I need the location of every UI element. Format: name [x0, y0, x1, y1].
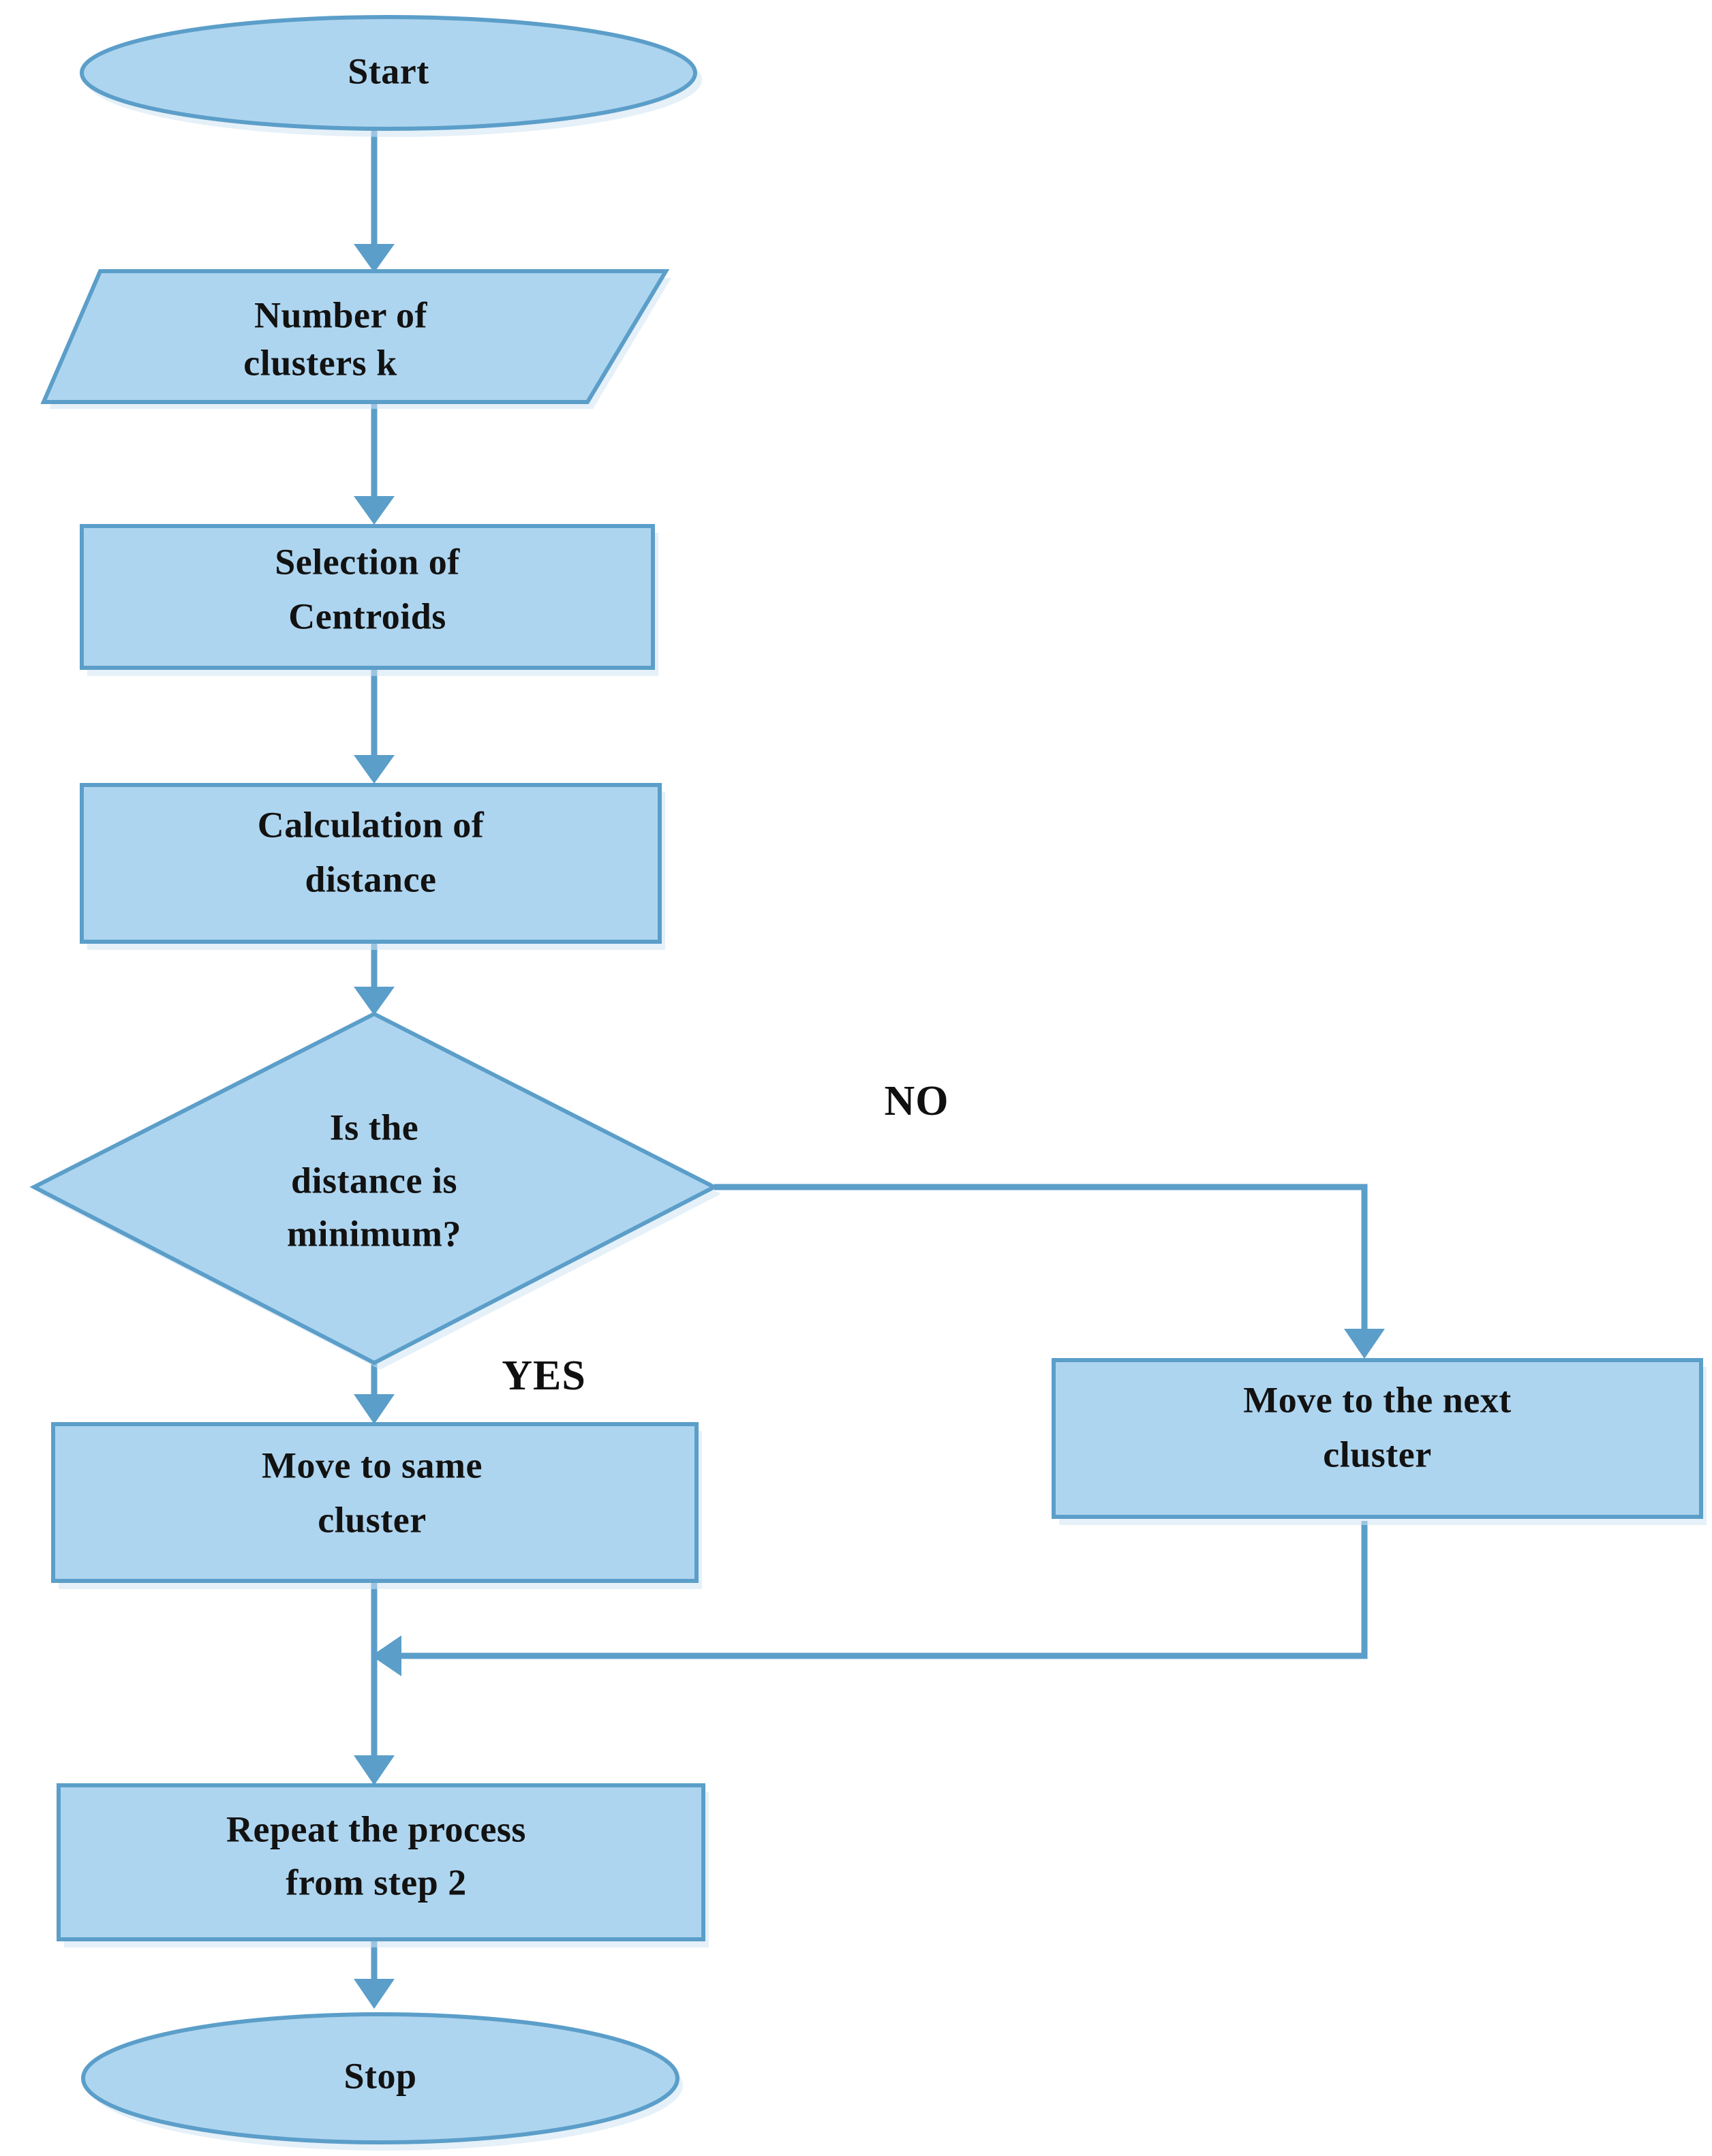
calculation-distance-label-line2: distance: [305, 859, 437, 899]
node-move-next-cluster[interactable]: Move to the next cluster: [1052, 1358, 1707, 1525]
calculation-distance-label-line1: Calculation of: [258, 804, 485, 845]
decision-shape: [29, 1011, 719, 1366]
input-clusters-label-line2: clusters k: [243, 342, 397, 383]
selection-centroids-label-line1: Selection of: [275, 541, 460, 582]
start-shape: [80, 15, 697, 131]
move-same-cluster-label-line1: Move to same: [262, 1445, 483, 1485]
node-start[interactable]: Start: [80, 15, 702, 137]
stop-shape: [81, 2012, 679, 2144]
move-same-cluster-shape: [51, 1422, 699, 1583]
edge-same-cluster-to-repeat: [354, 1581, 395, 1785]
edge-decision-yes-to-same-cluster: [354, 1363, 395, 1424]
input-clusters-label-line1: Number of: [254, 294, 428, 335]
move-next-cluster-shape: [1052, 1358, 1703, 1519]
edge-next-cluster-to-merge: [371, 1521, 1368, 1676]
stop-label: Stop: [343, 2055, 416, 2096]
decision-label-line3: minimum?: [287, 1213, 461, 1254]
branch-label-yes: YES: [502, 1353, 586, 1399]
move-next-cluster-label-line1: Move to the next: [1243, 1379, 1511, 1420]
node-decision-minimum-distance[interactable]: Is the distance is minimum?: [29, 1011, 721, 1370]
edge-decision-no-to-next-cluster: [714, 1184, 1385, 1359]
decision-label-line2: distance is: [291, 1160, 457, 1201]
selection-centroids-shape: [80, 524, 655, 670]
edge-centroids-to-distance: [354, 666, 395, 784]
node-stop[interactable]: Stop: [81, 2012, 683, 2151]
node-repeat-process[interactable]: Repeat the process from step 2: [57, 1783, 709, 1947]
edge-distance-to-decision: [354, 943, 395, 1015]
calculation-distance-shape: [80, 783, 662, 944]
repeat-process-label-line2: from step 2: [286, 1862, 466, 1903]
node-calculation-distance[interactable]: Calculation of distance: [80, 783, 665, 950]
node-move-same-cluster[interactable]: Move to same cluster: [51, 1422, 702, 1589]
start-label: Start: [348, 50, 429, 91]
decision-label-line1: Is the: [330, 1107, 419, 1148]
edge-start-to-input: [354, 128, 395, 273]
repeat-process-shape: [57, 1783, 705, 1941]
selection-centroids-label-line2: Centroids: [288, 596, 446, 636]
move-next-cluster-label-line2: cluster: [1323, 1434, 1431, 1475]
repeat-process-label-line1: Repeat the process: [226, 1808, 526, 1849]
move-same-cluster-label-line2: cluster: [318, 1499, 426, 1540]
edge-input-to-centroids: [354, 401, 395, 525]
branch-label-no: NO: [885, 1078, 949, 1124]
node-selection-centroids[interactable]: Selection of Centroids: [80, 524, 658, 676]
node-input-clusters[interactable]: Number of clusters k: [40, 269, 671, 409]
connectors-group: [354, 128, 1385, 2009]
input-clusters-shape: [40, 269, 670, 404]
